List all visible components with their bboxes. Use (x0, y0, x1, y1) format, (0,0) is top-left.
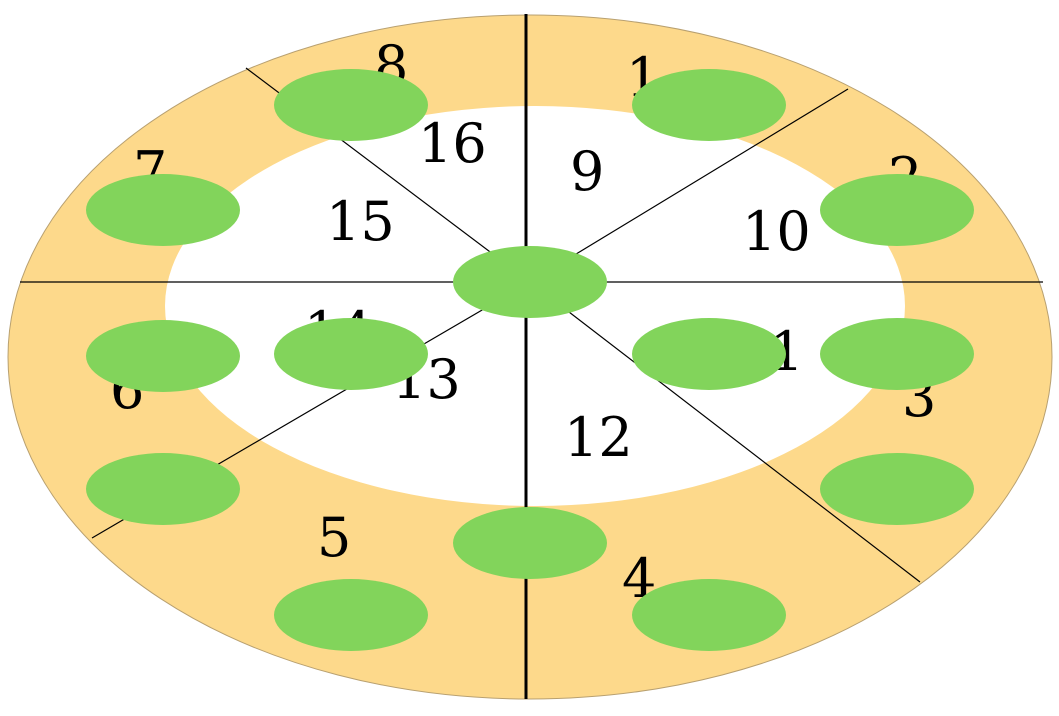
disc-top-left (274, 69, 428, 141)
disc-bottom-left (274, 579, 428, 651)
disc-bottom-center (453, 507, 607, 579)
disc-left-lower (86, 453, 240, 525)
sector-label-10: 10 (742, 200, 811, 263)
disc-right-lower (820, 453, 974, 525)
disc-top-right (632, 69, 786, 141)
disc-inner-right (632, 318, 786, 390)
disc-left-middle (86, 320, 240, 392)
disc-right-middle (820, 318, 974, 390)
sector-label-9: 9 (570, 140, 604, 203)
discs (86, 69, 974, 651)
divider-diagonal-ne (529, 88, 849, 283)
divider-diagonal-se (529, 281, 921, 583)
sector-label-15: 15 (326, 190, 395, 253)
sector-label-16: 16 (418, 112, 487, 175)
disc-right-upper (820, 174, 974, 246)
disc-bottom-right (632, 579, 786, 651)
ring-label-5: 5 (317, 506, 351, 569)
disc-left-upper (86, 174, 240, 246)
disc-inner-left (274, 318, 428, 390)
disc-center (453, 246, 607, 318)
sector-label-12: 12 (564, 406, 633, 469)
